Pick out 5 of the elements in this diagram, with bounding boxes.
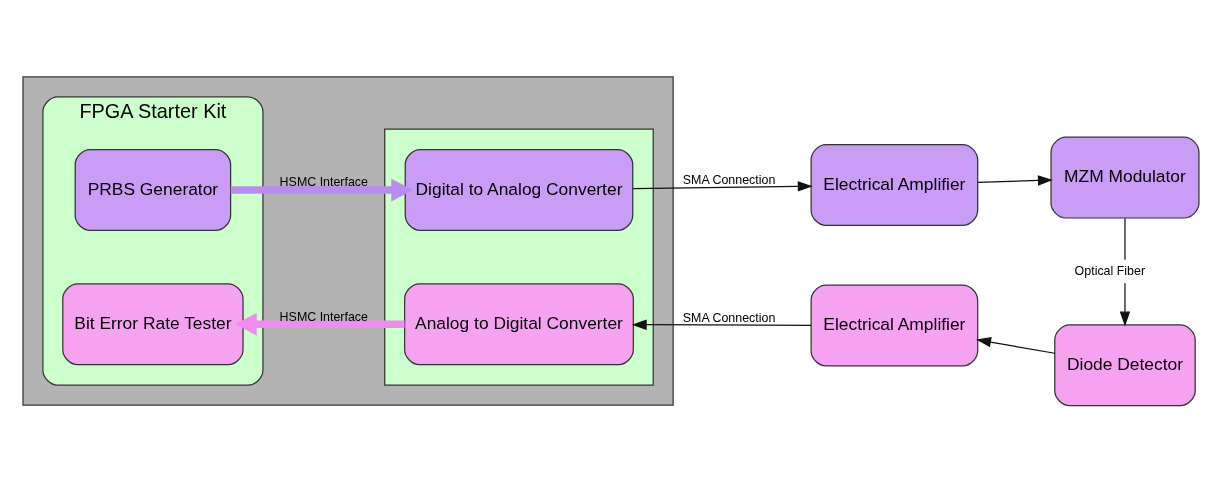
edge-label: Optical Fiber: [1074, 264, 1146, 279]
edge-label: HSMC Interface: [279, 175, 369, 190]
edge-label: HSMC Interface: [279, 309, 369, 324]
edge-label: SMA Connection: [682, 310, 776, 325]
edge-label: SMA Connection: [682, 172, 776, 187]
